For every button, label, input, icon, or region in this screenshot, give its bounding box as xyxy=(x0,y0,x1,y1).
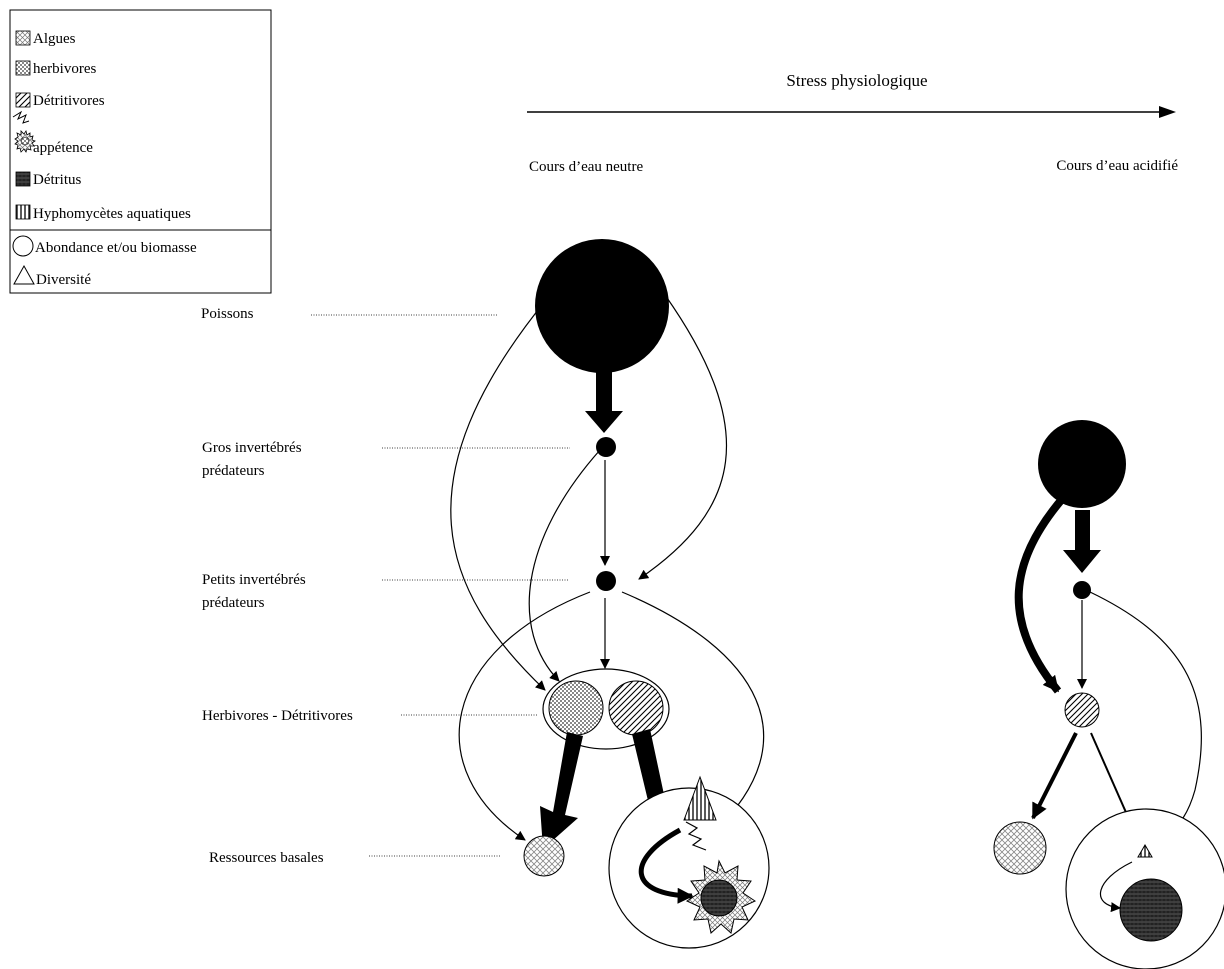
strong-link-hyphomycetes-to-detritus xyxy=(638,827,694,904)
legend-item-detritivores: Détritivores xyxy=(15,92,105,109)
hyphomycete-pattern-icon xyxy=(15,204,31,220)
legend-item-diversity: Diversité xyxy=(13,264,91,288)
detritus-pattern-icon xyxy=(15,171,31,187)
legend-label-hyphomycetes: Hyphomycètes aquatiques xyxy=(33,206,191,222)
level-label-large-predators-2: prédateurs xyxy=(202,463,265,479)
link-consumers-to-detritus-acidified xyxy=(1090,732,1134,828)
small-predators-node-acidified xyxy=(1073,581,1091,599)
legend-label-detritus: Détritus xyxy=(33,172,81,188)
fish-node xyxy=(535,239,669,373)
legend-item-algae: Algues xyxy=(15,30,76,47)
detritivores-node xyxy=(608,680,664,736)
legend-item-abundance: Abondance et/ou biomasse xyxy=(12,235,197,257)
level-label-fish: Poissons xyxy=(201,306,254,322)
strong-link-fish-to-large-predators xyxy=(585,368,623,433)
detritus-node-acidified xyxy=(1119,878,1183,942)
link-hyphomycetes-to-detritus-acidified xyxy=(1100,861,1133,913)
link-small-predators-to-basal xyxy=(458,591,591,841)
legend: Algues herbivores Détritivores appétence… xyxy=(9,9,272,294)
link-fish-to-herbivores xyxy=(450,299,547,691)
hyphomycete-diversity-triangle xyxy=(683,775,717,821)
detritus-node-neutral xyxy=(700,879,738,917)
fish-node-acidified xyxy=(1038,420,1126,508)
legend-label-algae: Algues xyxy=(33,31,76,47)
herbivores-node xyxy=(548,680,604,736)
trophic-level-labels: Poissons Gros invertébrés prédateurs Pet… xyxy=(201,306,570,866)
acidified-stream-label: Cours d’eau acidifié xyxy=(1056,158,1178,174)
algae-resource-node xyxy=(523,835,565,877)
strong-link-fish-to-consumers-acidified xyxy=(1014,495,1067,694)
hyphomycete-diversity-triangle-acidified xyxy=(1137,844,1153,858)
legend-item-hyphomycetes: Hyphomycètes aquatiques xyxy=(15,204,191,222)
level-label-basal: Ressources basales xyxy=(209,850,324,866)
legend-label-palatability: appétence xyxy=(33,140,93,156)
legend-label-herbivores: herbivores xyxy=(33,61,96,77)
link-consumers-to-algae-acidified xyxy=(1031,732,1078,820)
legend-label-abundance: Abondance et/ou biomasse xyxy=(35,240,197,256)
palatability-lightning-icon xyxy=(685,821,707,851)
legend-frame xyxy=(9,9,272,294)
link-small-predators-to-detritus xyxy=(621,591,765,833)
algae-resource-node-acidified xyxy=(993,821,1047,875)
legend-item-palatability: appétence xyxy=(12,110,93,156)
palatability-icon xyxy=(12,110,36,153)
level-label-small-predators-2: prédateurs xyxy=(202,595,265,611)
level-label-small-predators-1: Petits invertébrés xyxy=(202,572,306,588)
legend-label-diversity: Diversité xyxy=(36,272,91,288)
link-fish-to-small-predators xyxy=(638,294,728,580)
link-predators-to-detritus-acidified xyxy=(1089,591,1202,831)
strong-link-herbivores-to-algae xyxy=(540,732,583,849)
stress-gradient: Stress physiologique Cours d’eau neutre … xyxy=(527,71,1178,175)
detritivore-pattern-icon xyxy=(15,92,31,108)
legend-item-detritus: Détritus xyxy=(15,171,81,188)
level-label-large-predators-1: Gros invertébrés xyxy=(202,440,302,456)
small-predators-node xyxy=(596,571,616,591)
detritivores-node-acidified xyxy=(1064,692,1100,728)
large-predators-node xyxy=(596,437,616,457)
algae-pattern-icon xyxy=(15,30,31,46)
triangle-icon xyxy=(13,264,35,285)
gradient-arrowhead-icon xyxy=(1159,106,1176,118)
legend-item-herbivores: herbivores xyxy=(15,60,96,77)
neutral-stream-web xyxy=(450,239,770,949)
herbivore-pattern-icon xyxy=(15,60,31,76)
level-label-consumers: Herbivores - Détritivores xyxy=(202,708,353,724)
neutral-stream-label: Cours d’eau neutre xyxy=(529,159,643,175)
acidified-stream-web xyxy=(993,420,1224,969)
legend-label-detritivores: Détritivores xyxy=(33,93,105,109)
strong-link-fish-to-predators-acidified xyxy=(1063,510,1101,573)
gradient-title: Stress physiologique xyxy=(786,71,927,90)
circle-icon xyxy=(12,235,34,257)
link-large-predators-to-herbivores xyxy=(528,449,601,682)
